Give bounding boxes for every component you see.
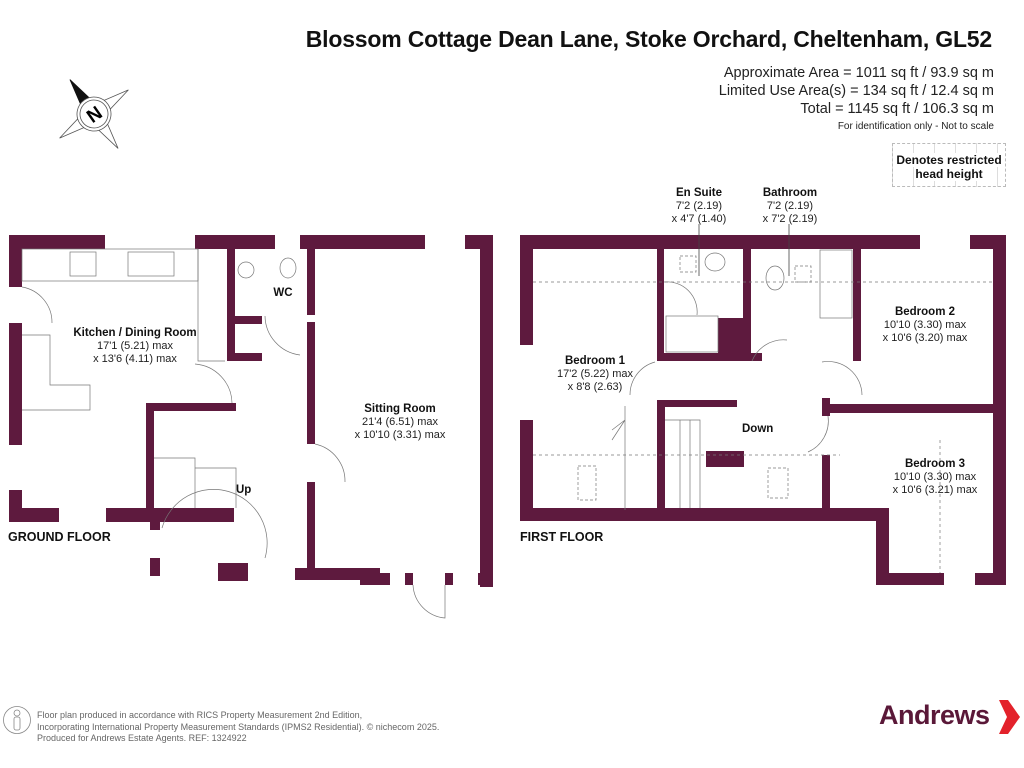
room-dim1: 21'4 (6.51) max — [361, 416, 439, 428]
room-dim1: 10'10 (3.30) max — [893, 471, 977, 483]
room-dim1: 17'2 (5.22) max — [556, 368, 634, 380]
room-name: WC — [273, 287, 293, 299]
first-floor-label: FIRST FLOOR — [520, 530, 604, 544]
compass-north-icon: N — [59, 79, 129, 149]
limited-use-area: Limited Use Area(s) = 134 sq ft / 12.4 s… — [718, 83, 994, 99]
scale-note: For identification only - Not to scale — [837, 121, 994, 132]
room-dim2: x 10'6 (3.20) max — [882, 332, 968, 344]
room-kitchen-dining: Kitchen / Dining Room 17'1 (5.21) max x … — [55, 327, 215, 366]
person-icon — [3, 706, 31, 734]
room-name: Bedroom 3 — [904, 458, 966, 470]
total-area: Total = 1145 sq ft / 106.3 sq m — [800, 101, 994, 117]
room-dim1: 7'2 (2.19) — [675, 200, 723, 212]
room-dim1: 7'2 (2.19) — [766, 200, 814, 212]
room-sitting: Sitting Room 21'4 (6.51) max x 10'10 (3.… — [325, 403, 475, 442]
room-name: Bedroom 2 — [894, 306, 956, 318]
room-dim2: x 8'8 (2.63) — [567, 381, 623, 393]
first-floor-fixtures — [533, 249, 993, 573]
room-name: En Suite — [675, 187, 722, 199]
restricted-head-height-legend: Denotes restricted head height — [892, 143, 1006, 187]
brand-chevron-icon — [999, 700, 1020, 734]
room-name: Bedroom 1 — [564, 355, 626, 367]
label-leader-lines — [698, 224, 790, 276]
ground-floor-label: GROUND FLOOR — [8, 530, 111, 544]
first-floor-walls — [520, 235, 1006, 585]
room-bedroom-3: Bedroom 3 10'10 (3.30) max x 10'6 (3.21)… — [880, 458, 990, 497]
stairs-down-label: Down — [742, 423, 774, 435]
room-bedroom-2: Bedroom 2 10'10 (3.30) max x 10'6 (3.20)… — [870, 306, 980, 345]
room-wc: WC — [268, 287, 298, 300]
room-dim2: x 13'6 (4.11) max — [93, 353, 177, 365]
room-dim2: x 10'10 (3.31) max — [354, 429, 446, 441]
footer-disclaimer: Floor plan produced in accordance with R… — [37, 710, 439, 745]
room-bathroom: Bathroom 7'2 (2.19) x 7'2 (2.19) — [750, 187, 830, 226]
approximate-area: Approximate Area = 1011 sq ft / 93.9 sq … — [723, 65, 994, 81]
legend-line1: Denotes restricted — [896, 153, 1002, 167]
room-bedroom-1: Bedroom 1 17'2 (5.22) max x 8'8 (2.63) — [535, 355, 655, 394]
room-dim2: x 4'7 (1.40) — [671, 213, 727, 225]
room-name: Bathroom — [762, 187, 818, 199]
room-dim2: x 7'2 (2.19) — [762, 213, 818, 225]
brand-logo: Andrews — [879, 700, 990, 730]
area-summary: Approximate Area = 1011 sq ft / 93.9 sq … — [719, 64, 994, 118]
footer-line2: Incorporating International Property Mea… — [37, 721, 440, 732]
room-dim2: x 10'6 (3.21) max — [892, 484, 978, 496]
ground-floor-walls — [9, 235, 493, 587]
property-title: Blossom Cottage Dean Lane, Stoke Orchard… — [305, 26, 992, 52]
stairs-up-label: Up — [236, 484, 252, 496]
legend-line2: head height — [915, 167, 983, 181]
room-name: Kitchen / Dining Room — [73, 327, 197, 339]
ground-floor-fixtures — [21, 248, 446, 619]
footer-line1: Floor plan produced in accordance with R… — [37, 710, 363, 720]
room-dim1: 10'10 (3.30) max — [883, 319, 967, 331]
room-dim1: 17'1 (5.21) max — [96, 340, 174, 352]
room-en-suite: En Suite 7'2 (2.19) x 4'7 (1.40) — [659, 187, 739, 226]
room-name: Sitting Room — [364, 403, 436, 415]
footer-line3: Produced for Andrews Estate Agents. REF:… — [37, 733, 247, 743]
